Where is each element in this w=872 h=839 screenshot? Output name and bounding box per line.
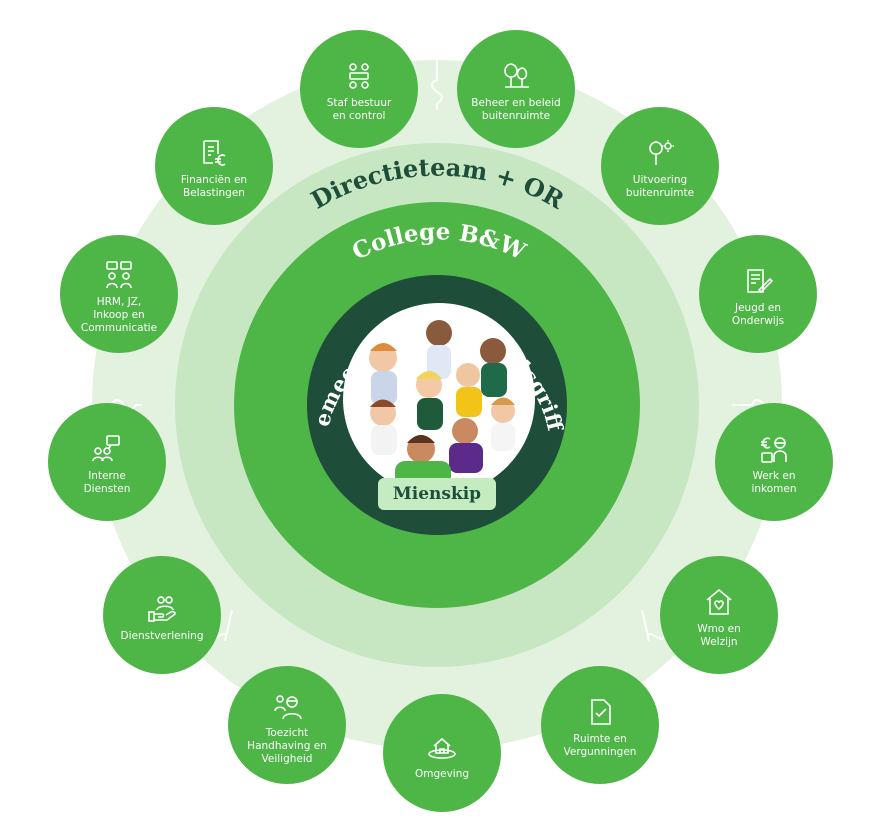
person-figure — [456, 363, 482, 417]
unit-label: Staf bestuur en control — [326, 97, 392, 122]
unit-label: Werk en inkomen — [751, 470, 797, 495]
unit-hrm-communicatie[interactable]: HRM, JZ, Inkoop en Communicatie — [60, 235, 178, 353]
trees-icon — [501, 61, 531, 91]
person-figure — [449, 418, 483, 473]
unit-beheer-buitenruimte[interactable]: Beheer en beleid buitenruimte — [457, 30, 575, 148]
unit-financien-belastingen[interactable]: Financiën en Belastingen — [155, 107, 273, 225]
community-illustration — [343, 303, 535, 495]
unit-label: Omgeving — [414, 767, 470, 780]
person-figure — [491, 397, 515, 451]
unit-omgeving[interactable]: Omgeving — [383, 694, 501, 812]
unit-label: Interne Diensten — [83, 470, 131, 495]
person-figure — [416, 371, 443, 430]
meeting-table-icon — [344, 61, 374, 91]
unit-label: Toezicht Handhaving en Veiligheid — [247, 726, 327, 765]
unit-label: Jeugd en Onderwijs — [731, 302, 785, 327]
house-heart-icon — [704, 587, 734, 617]
chat-people-icon — [104, 260, 134, 290]
person-figure — [369, 343, 397, 405]
house-globe-icon — [427, 732, 457, 762]
document-check-icon — [585, 697, 615, 727]
person-figure — [480, 338, 507, 397]
unit-label: HRM, JZ, Inkoop en Communicatie — [80, 295, 158, 334]
unit-dienstverlening[interactable]: Dienstverlening — [103, 556, 221, 674]
unit-label: Ruimte en Vergunningen — [563, 733, 637, 758]
unit-wmo-welzijn[interactable]: Wmo en Welzijn — [660, 556, 778, 674]
unit-uitvoering-buitenruimte[interactable]: Uitvoering buitenruimte — [601, 107, 719, 225]
invoice-euro-icon — [199, 138, 229, 168]
unit-label: Beheer en beleid buitenruimte — [471, 97, 561, 122]
unit-toezicht-handhaving[interactable]: Toezicht Handhaving en Veiligheid — [228, 666, 346, 784]
euro-person-icon — [759, 434, 789, 464]
unit-jeugd-onderwijs[interactable]: Jeugd en Onderwijs — [699, 235, 817, 353]
unit-label: Financiën en Belastingen — [180, 174, 248, 199]
inspector-icon — [272, 691, 302, 721]
unit-staf-bestuur[interactable]: Staf bestuur en control — [300, 30, 418, 148]
tree-sun-icon — [645, 138, 675, 168]
person-figure — [370, 399, 397, 455]
hand-people-icon — [147, 594, 177, 624]
unit-ruimte-vergunningen[interactable]: Ruimte en Vergunningen — [541, 666, 659, 784]
person-figure — [426, 320, 452, 379]
unit-label: Wmo en Welzijn — [697, 623, 741, 648]
unit-label: Dienstverlening — [120, 629, 204, 642]
unit-werk-inkomen[interactable]: Werk en inkomen — [715, 403, 833, 521]
unit-interne-diensten[interactable]: Interne Diensten — [48, 403, 166, 521]
unit-label: Uitvoering buitenruimte — [625, 174, 695, 199]
team-screen-icon — [92, 434, 122, 464]
certificate-pen-icon — [743, 266, 773, 296]
mienskip-badge: Mienskip — [378, 478, 496, 510]
